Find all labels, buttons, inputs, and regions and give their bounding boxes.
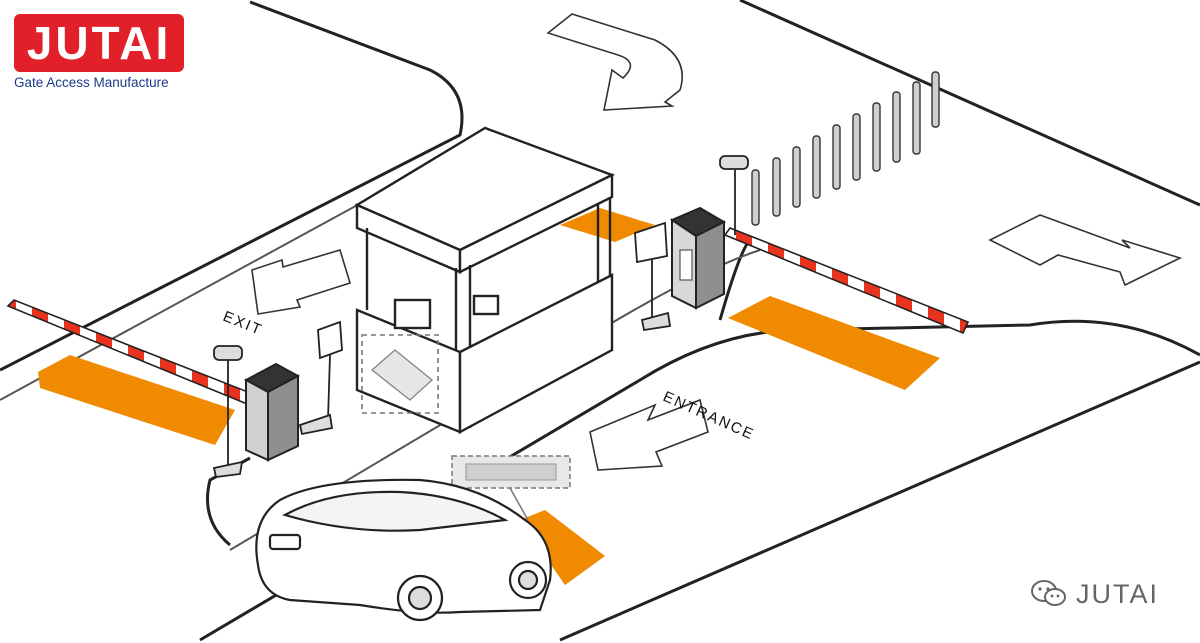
straight-arrow-icon-entrance: [589, 398, 709, 471]
barrier-arm-entrance: [723, 227, 970, 335]
car-icon: [255, 478, 552, 622]
direction-arrows: [251, 13, 1183, 471]
logo-tagline: Gate Access Manufacture: [14, 75, 169, 90]
logo-wordmark: JUTAI: [26, 17, 172, 69]
curved-arrow-icon: [546, 13, 684, 111]
watermark-text: JUTAI: [1076, 578, 1159, 609]
straight-arrow-icon: [251, 249, 351, 315]
guard-booth: [354, 126, 616, 435]
wechat-icon: [1031, 580, 1066, 606]
loop-under-car: [520, 510, 605, 585]
logo-box: JUTAI: [14, 14, 184, 72]
turn-arrow-icon: [988, 214, 1183, 287]
rfid-tag: [451, 455, 571, 521]
card-reader-icon: [298, 320, 343, 436]
barrier-cabinet-exit: [243, 362, 301, 462]
camera-icon-entrance: [719, 155, 749, 235]
fence-posts: [751, 71, 940, 226]
camera-icon: [212, 345, 244, 478]
barrier-cabinet-entrance: [669, 206, 727, 310]
watermark: JUTAI: [1030, 576, 1159, 612]
loop-exit-left: [38, 355, 235, 445]
card-reader-icon-entrance: [634, 221, 672, 332]
brand-logo: JUTAI Gate Access Manufacture: [14, 14, 190, 90]
loop-entrance-right: [728, 296, 940, 390]
loop-entrance-mid: [560, 208, 655, 242]
